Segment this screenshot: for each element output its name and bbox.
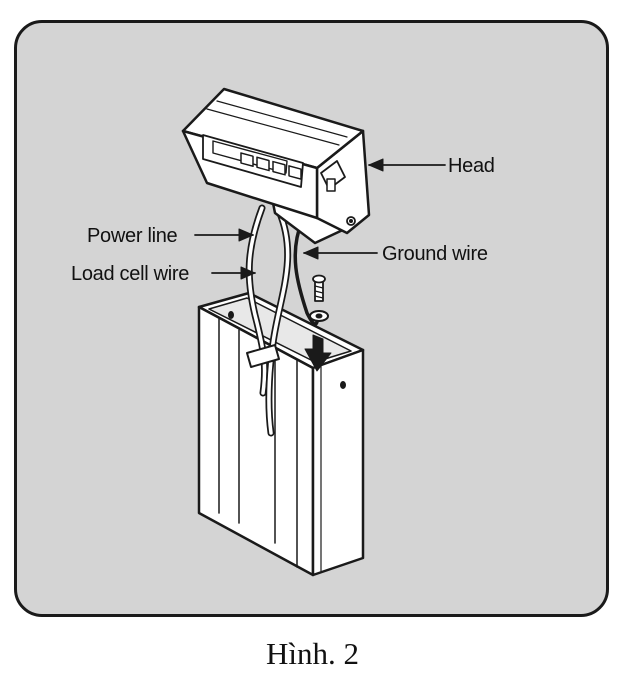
load-cell-wire-label: Load cell wire — [71, 263, 189, 285]
ground-wire-label: Ground wire — [382, 243, 488, 265]
cable-clamp — [246, 344, 280, 368]
installation-diagram: Head Power line Ground wire Load cell wi… — [71, 87, 495, 577]
figure-caption: Hình. 2 — [266, 636, 359, 671]
ground-wire-leader — [303, 246, 378, 260]
indicator-head — [181, 87, 371, 245]
load-cell-wire — [245, 204, 269, 397]
ground-wire — [293, 219, 320, 326]
head-label: Head — [448, 155, 495, 177]
figure-panel: Head Power line Ground wire Load cell wi… — [14, 20, 609, 617]
power-line — [265, 207, 292, 437]
column-box — [197, 291, 365, 577]
head-leader — [368, 158, 446, 172]
power-line-leader — [194, 228, 254, 242]
insert-arrow — [304, 334, 332, 372]
ground-screw — [309, 274, 329, 322]
load-cell-wire-leader — [211, 266, 256, 280]
power-line-label: Power line — [87, 225, 178, 247]
